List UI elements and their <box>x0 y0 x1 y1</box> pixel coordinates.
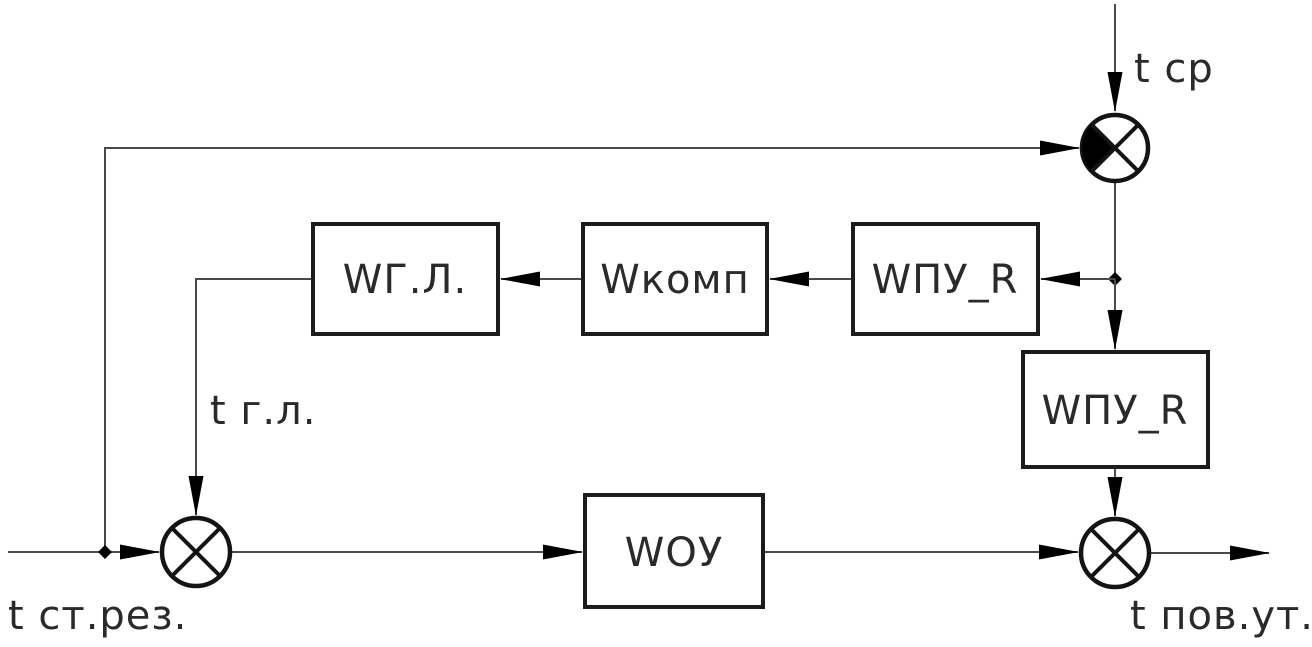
block-wkomp-label: Wкомп <box>600 257 750 303</box>
block-wkomp: Wкомп <box>581 222 769 336</box>
summing-junction-top-right <box>1079 112 1151 184</box>
block-wpur-upper: WПУ_R <box>851 222 1040 336</box>
line-t-gl-to-sum-bottom-left <box>188 278 313 516</box>
signal-label-t-pov-ut: t пов.ут. <box>1130 593 1312 639</box>
block-wpur-right: WПУ_R <box>1021 350 1210 469</box>
summing-junction-bottom-left <box>159 515 233 589</box>
block-wpur-upper-label: WПУ_R <box>872 257 1019 303</box>
block-woy-label: WОУ <box>625 530 723 576</box>
line-feedback-t-st-rez-to-sum-top <box>104 140 1080 552</box>
block-woy: WОУ <box>583 493 765 609</box>
block-wgl-label: WГ.Л. <box>343 257 467 303</box>
junction-dot-t-st-rez <box>98 545 112 559</box>
signal-label-t-sr: t ср <box>1134 46 1214 92</box>
block-wpur-right-label: WПУ_R <box>1042 388 1189 434</box>
summing-junction-bottom-right <box>1078 516 1152 590</box>
signal-label-t-st-rez: t ст.рез. <box>8 593 187 639</box>
block-wgl: WГ.Л. <box>311 222 500 336</box>
signal-label-t-gl: t г.л. <box>210 388 316 434</box>
